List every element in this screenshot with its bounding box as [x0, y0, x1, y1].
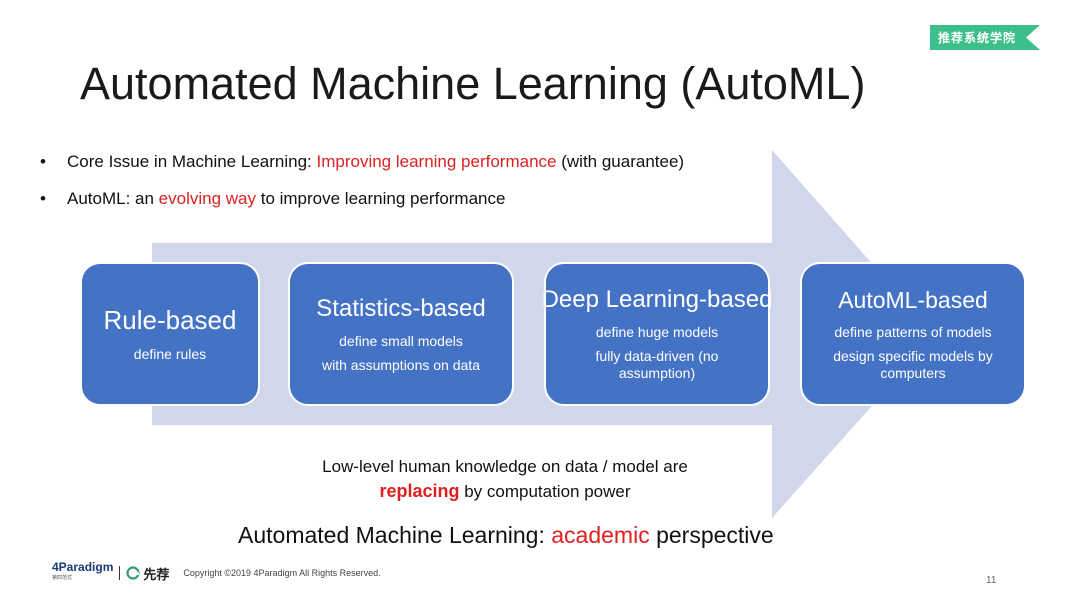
copyright-text: Copyright ©2019 4Paradigm All Rights Res… — [183, 568, 381, 578]
stage-rule-based: Rule-based define rules — [80, 262, 260, 406]
badge-text: 推荐系统学院 — [938, 31, 1017, 45]
slide-subtitle: Automated Machine Learning: academic per… — [238, 522, 774, 549]
arrow-note: Low-level human knowledge on data / mode… — [250, 455, 760, 504]
badge-shape — [930, 25, 1040, 50]
stage-line: fully data-driven (no assumption) — [595, 348, 719, 381]
subtitle-highlight: academic — [551, 522, 650, 548]
stage-line: with assumptions on data — [322, 356, 480, 373]
paradigm-logo-text: 4Paradigm — [52, 560, 114, 574]
stage-heading: Statistics-based — [316, 294, 486, 322]
stage-line: define small models — [339, 332, 463, 349]
stage-automl-based: AutoML-based define patterns of models d… — [800, 262, 1026, 406]
stage-line: design specific models by computers — [833, 347, 993, 381]
subtitle-text: Automated Machine Learning: — [238, 522, 552, 548]
stage-line: define huge models — [595, 324, 719, 340]
bullet-item: • AutoML: an evolving way to improve lea… — [40, 189, 684, 226]
stage-statistics-based: Statistics-based define small models wit… — [288, 262, 514, 406]
paradigm-logo-subtext: 第四范式 — [52, 575, 73, 581]
bullet-list: • Core Issue in Machine Learning: Improv… — [40, 152, 684, 226]
page-number: 11 — [986, 575, 997, 586]
bullet-highlight: Improving learning performance — [316, 152, 557, 171]
xianjian-logo-icon — [126, 566, 140, 580]
stage-deep-learning-based: Deep Learning-based define huge models f… — [541, 262, 773, 406]
stage-heading: AutoML-based — [838, 286, 988, 313]
xianjian-logo-text: 先荐 — [143, 566, 170, 582]
bullet-dot-icon: • — [40, 152, 46, 171]
arrow-note-emphasis: replacing — [379, 481, 460, 501]
arrow-note-rest: by computation power — [459, 482, 631, 501]
bullet-item: • Core Issue in Machine Learning: Improv… — [40, 152, 684, 189]
footer: 4Paradigm 第四范式 先荐 Copyright ©2019 4Parad… — [52, 560, 381, 584]
stage-line: define rules — [133, 346, 207, 362]
logo-divider — [119, 566, 121, 580]
bullet-dot-icon: • — [40, 189, 46, 208]
bullet-text: (with guarantee) — [556, 152, 685, 171]
subtitle-text: perspective — [649, 522, 774, 548]
xianjian-logo: 先荐 — [126, 564, 169, 583]
bullet-text: to improve learning performance — [256, 189, 506, 208]
bullet-text: Core Issue in Machine Learning: — [67, 152, 317, 171]
arrow-note-line: Low-level human knowledge on data / mode… — [322, 457, 688, 476]
stage-heading: Rule-based — [103, 305, 237, 335]
bullet-highlight: evolving way — [158, 189, 256, 208]
paradigm-logo: 4Paradigm 第四范式 — [52, 560, 114, 584]
stage-heading: Deep Learning-based — [541, 286, 773, 313]
arrow-note-line: replacing by computation power — [250, 479, 760, 504]
stage-line: define patterns of models — [834, 323, 992, 340]
badge: 推荐系统学院 — [930, 25, 1040, 50]
bullet-text: AutoML: an — [67, 189, 159, 208]
page-title: Automated Machine Learning (AutoML) — [80, 58, 866, 109]
